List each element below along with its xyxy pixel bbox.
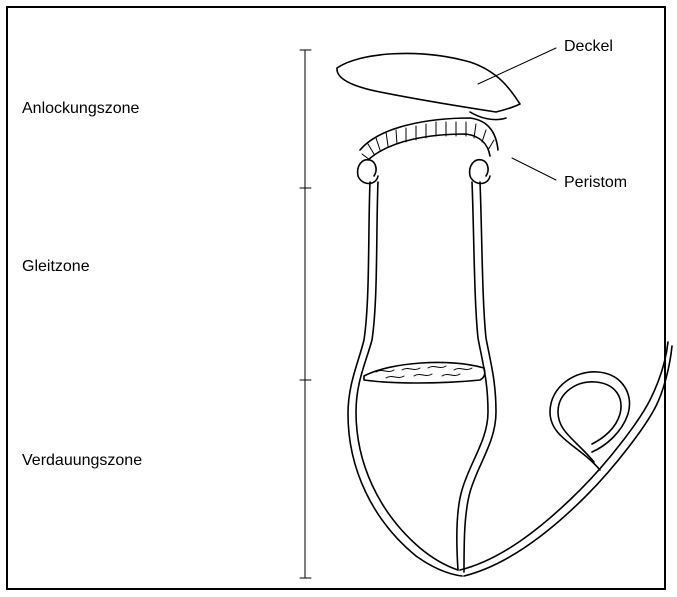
lid-leader-line [478, 48, 556, 84]
part-label-peristom: Peristom [564, 174, 627, 192]
tendril [460, 342, 672, 576]
pitcher-body [348, 182, 496, 576]
peristome-leader-line [512, 158, 556, 180]
lid-shape [337, 53, 520, 119]
zone-label-verdauungszone: Verdauungszone [22, 452, 142, 470]
zone-label-anlockungszone: Anlockungszone [22, 100, 139, 118]
part-label-deckel: Deckel [564, 38, 613, 56]
peristome-shape [358, 118, 498, 184]
zone-label-gleitzone: Gleitzone [22, 258, 90, 276]
zone-scale-bar [300, 50, 311, 578]
